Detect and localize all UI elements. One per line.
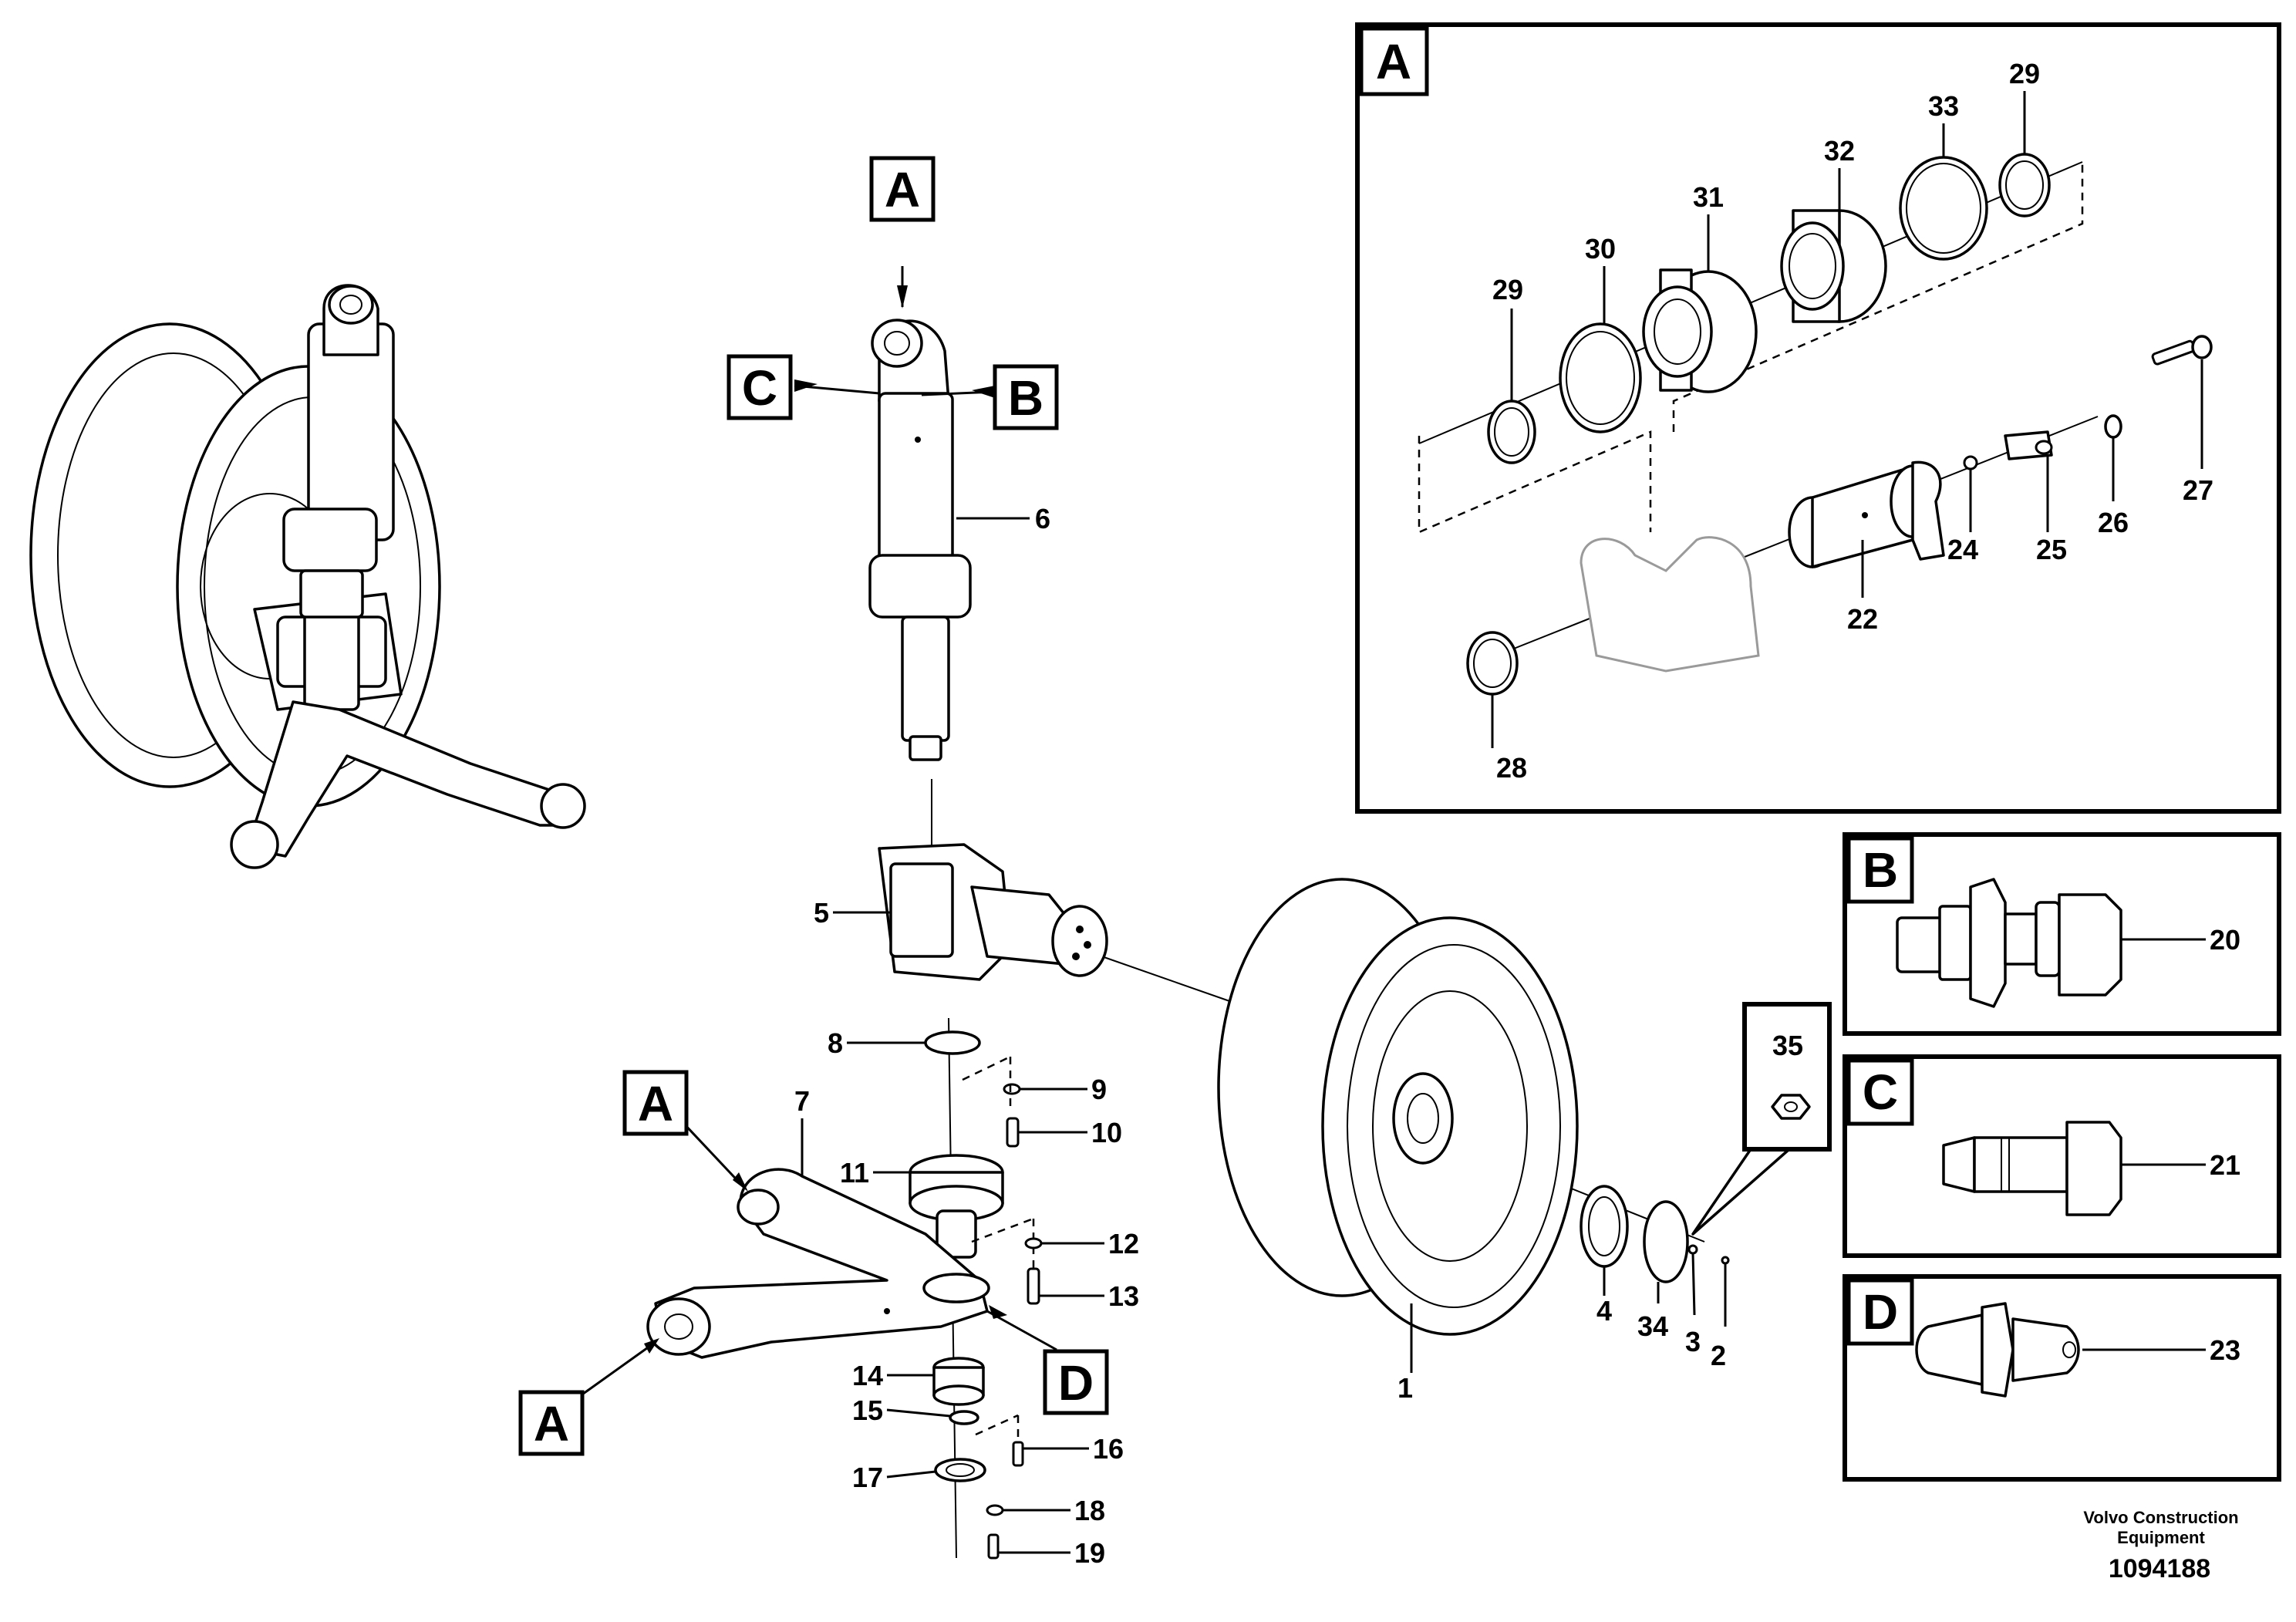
detail-panel-c [1843, 1054, 2281, 1258]
part-label-7: 7 [794, 1085, 810, 1117]
part-label-1: 1 [1397, 1372, 1413, 1404]
reference-letter-boxes [518, 156, 1109, 1456]
part-label-17: 17 [852, 1462, 883, 1493]
part-label-21: 21 [2210, 1149, 2240, 1181]
part-label-19: 19 [1074, 1537, 1105, 1569]
company-name-line2: Equipment [2117, 1528, 2205, 1547]
panel-label-b: B [1863, 842, 1898, 898]
part-label-33: 33 [1928, 90, 1959, 122]
part-label-5: 5 [814, 897, 829, 929]
part-label-28: 28 [1496, 752, 1527, 784]
part-label-13: 13 [1108, 1280, 1139, 1312]
part-label-11: 11 [840, 1157, 869, 1189]
part-label-10: 10 [1091, 1117, 1122, 1148]
ref-label-a-arm-lower: A [534, 1396, 569, 1452]
part-label-31: 31 [1693, 181, 1724, 213]
part-label-6: 6 [1035, 503, 1050, 534]
panel-label-d: D [1863, 1284, 1898, 1340]
exploded-center-view [646, 319, 1730, 1560]
part-label-14: 14 [852, 1360, 883, 1391]
part-label-35: 35 [1772, 1030, 1803, 1061]
part-label-4: 4 [1596, 1295, 1612, 1327]
panel-label-a: A [1376, 34, 1411, 89]
part-label-15: 15 [852, 1394, 883, 1426]
part-label-34: 34 [1637, 1310, 1668, 1342]
company-name-line1: Volvo Construction [2083, 1508, 2238, 1527]
leader-lines [574, 266, 1791, 1554]
part-number-labels: 6 5 8 9 10 11 12 13 7 14 15 16 17 18 19 … [794, 58, 2240, 1569]
ref-label-a-arm-upper: A [638, 1076, 673, 1131]
part-label-16: 16 [1093, 1433, 1124, 1465]
part-label-9: 9 [1091, 1074, 1107, 1105]
wheel-rim [1217, 878, 1579, 1336]
part-label-26: 26 [2098, 507, 2129, 538]
part-label-20: 20 [2210, 924, 2240, 956]
part-label-2: 2 [1711, 1340, 1726, 1371]
part-label-25: 25 [2036, 534, 2067, 565]
part-label-12: 12 [1108, 1228, 1139, 1259]
detail-panel-a [1355, 22, 2281, 814]
callout-35 [1742, 1002, 1832, 1152]
ref-label-a-top: A [885, 162, 920, 218]
detail-panel-b [1843, 832, 2281, 1036]
assembled-suspension-view [29, 284, 586, 869]
part-label-30: 30 [1585, 233, 1616, 265]
part-label-3: 3 [1685, 1326, 1701, 1357]
panel-label-c: C [1863, 1064, 1898, 1120]
footer: Volvo Construction Equipment 1094188 [2083, 1508, 2238, 1583]
part-label-8: 8 [828, 1027, 843, 1059]
detail-panel-d [1843, 1274, 2281, 1482]
shock-absorber [868, 319, 972, 761]
part-label-24: 24 [1947, 534, 1978, 565]
ref-label-c: C [742, 360, 777, 416]
ref-label-d: D [1058, 1355, 1094, 1411]
part-label-29-left: 29 [1492, 274, 1523, 305]
part-label-32: 32 [1824, 135, 1855, 167]
steering-knuckle [878, 843, 1108, 981]
part-label-27: 27 [2183, 474, 2213, 506]
ref-label-b: B [1008, 370, 1043, 426]
part-label-29-right: 29 [2009, 58, 2040, 89]
part-label-23: 23 [2210, 1334, 2240, 1366]
part-label-18: 18 [1074, 1495, 1105, 1526]
part-label-22: 22 [1847, 603, 1878, 635]
document-number: 1094188 [2109, 1554, 2210, 1583]
